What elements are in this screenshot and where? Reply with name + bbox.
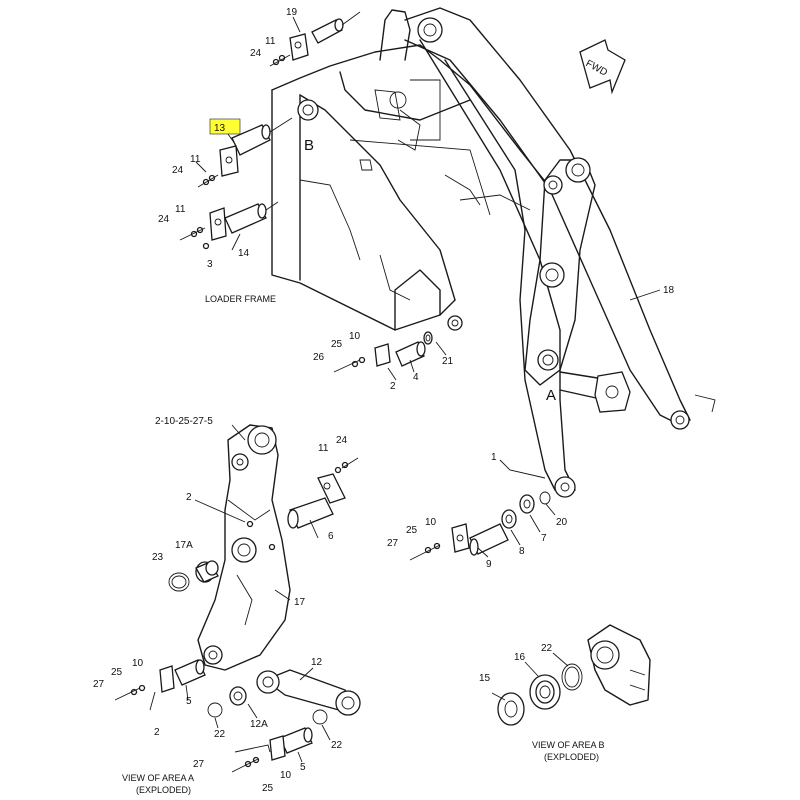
view-area-b-subcaption: (EXPLODED)	[544, 752, 599, 762]
callout-17a: 17A	[175, 540, 193, 551]
view-letter-a: A	[546, 387, 556, 404]
callout-21: 21	[442, 356, 454, 367]
callout-18: 18	[663, 285, 675, 296]
upper-pin-assemblies	[179, 11, 361, 250]
bellcrank-upper	[524, 157, 631, 413]
callout-10: 10	[349, 331, 361, 342]
callout-24: 24	[172, 165, 184, 176]
pin-9-assembly	[409, 491, 551, 561]
callout-2: 2	[186, 492, 192, 503]
view-area-a-parts	[114, 659, 361, 773]
view-area-b-caption: VIEW OF AREA B	[532, 740, 605, 750]
callout-27: 27	[387, 538, 399, 549]
callout-12: 12	[311, 657, 323, 668]
callout-11: 11	[190, 154, 201, 165]
callout-5: 5	[300, 762, 306, 773]
callout-10: 10	[280, 770, 292, 781]
callout-24: 24	[158, 214, 170, 225]
callout-19: 19	[286, 7, 298, 18]
group-callout-label: 2-10-25-27-5	[155, 416, 213, 427]
bellcrank-lower	[197, 424, 291, 671]
callout-2: 2	[154, 727, 160, 738]
callout-22: 22	[214, 729, 226, 740]
callout-25: 25	[406, 525, 418, 536]
callout-17: 17	[294, 597, 306, 608]
callout-20: 20	[556, 517, 568, 528]
highlight-13	[209, 118, 241, 135]
callout-3: 3	[207, 259, 213, 270]
bushing-17a-and-oring-23	[168, 560, 219, 592]
callout-22: 22	[541, 643, 553, 654]
view-letter-b: B	[304, 137, 314, 154]
callout-13: 13	[214, 123, 226, 134]
mid-pin-assembly	[333, 331, 433, 373]
callout-8: 8	[519, 546, 525, 557]
callout-27: 27	[193, 759, 205, 770]
callout-12a: 12A	[250, 719, 268, 730]
callout-16: 16	[514, 652, 526, 663]
callout-26: 26	[313, 352, 325, 363]
callout-11: 11	[175, 204, 186, 215]
callout-7: 7	[541, 533, 547, 544]
callout-10: 10	[132, 658, 144, 669]
loader-frame-label: LOADER FRAME	[205, 294, 276, 304]
view-area-a-subcaption: (EXPLODED)	[136, 785, 191, 795]
callout-1: 1	[491, 452, 497, 463]
view-area-a-caption: VIEW OF AREA A	[122, 773, 194, 783]
callout-6: 6	[328, 531, 334, 542]
callout-labels: 19 24 11 13 24 11 24 11 3 14 18 26 25 10…	[93, 7, 675, 794]
callout-15: 15	[479, 673, 491, 684]
callout-23: 23	[152, 552, 164, 563]
forward-arrow-icon: FWD	[579, 39, 626, 95]
lift-arm	[404, 7, 716, 498]
view-area-b-parts	[497, 624, 651, 726]
callout-2: 2	[390, 381, 396, 392]
callout-24: 24	[336, 435, 348, 446]
callout-25: 25	[331, 339, 343, 350]
callout-25: 25	[262, 783, 274, 794]
callout-27: 27	[93, 679, 105, 690]
callout-24: 24	[250, 48, 262, 59]
loader-frame	[271, 9, 549, 331]
callout-10: 10	[425, 517, 437, 528]
leader-lines	[185, 16, 661, 763]
callout-9: 9	[486, 559, 492, 570]
callout-11: 11	[318, 443, 329, 454]
callout-4: 4	[413, 372, 419, 383]
pin-6-assembly	[287, 457, 359, 529]
callout-11: 11	[265, 36, 276, 47]
callout-5: 5	[186, 696, 192, 707]
callout-25: 25	[111, 667, 123, 678]
callout-22: 22	[331, 740, 343, 751]
callout-14: 14	[238, 248, 250, 259]
